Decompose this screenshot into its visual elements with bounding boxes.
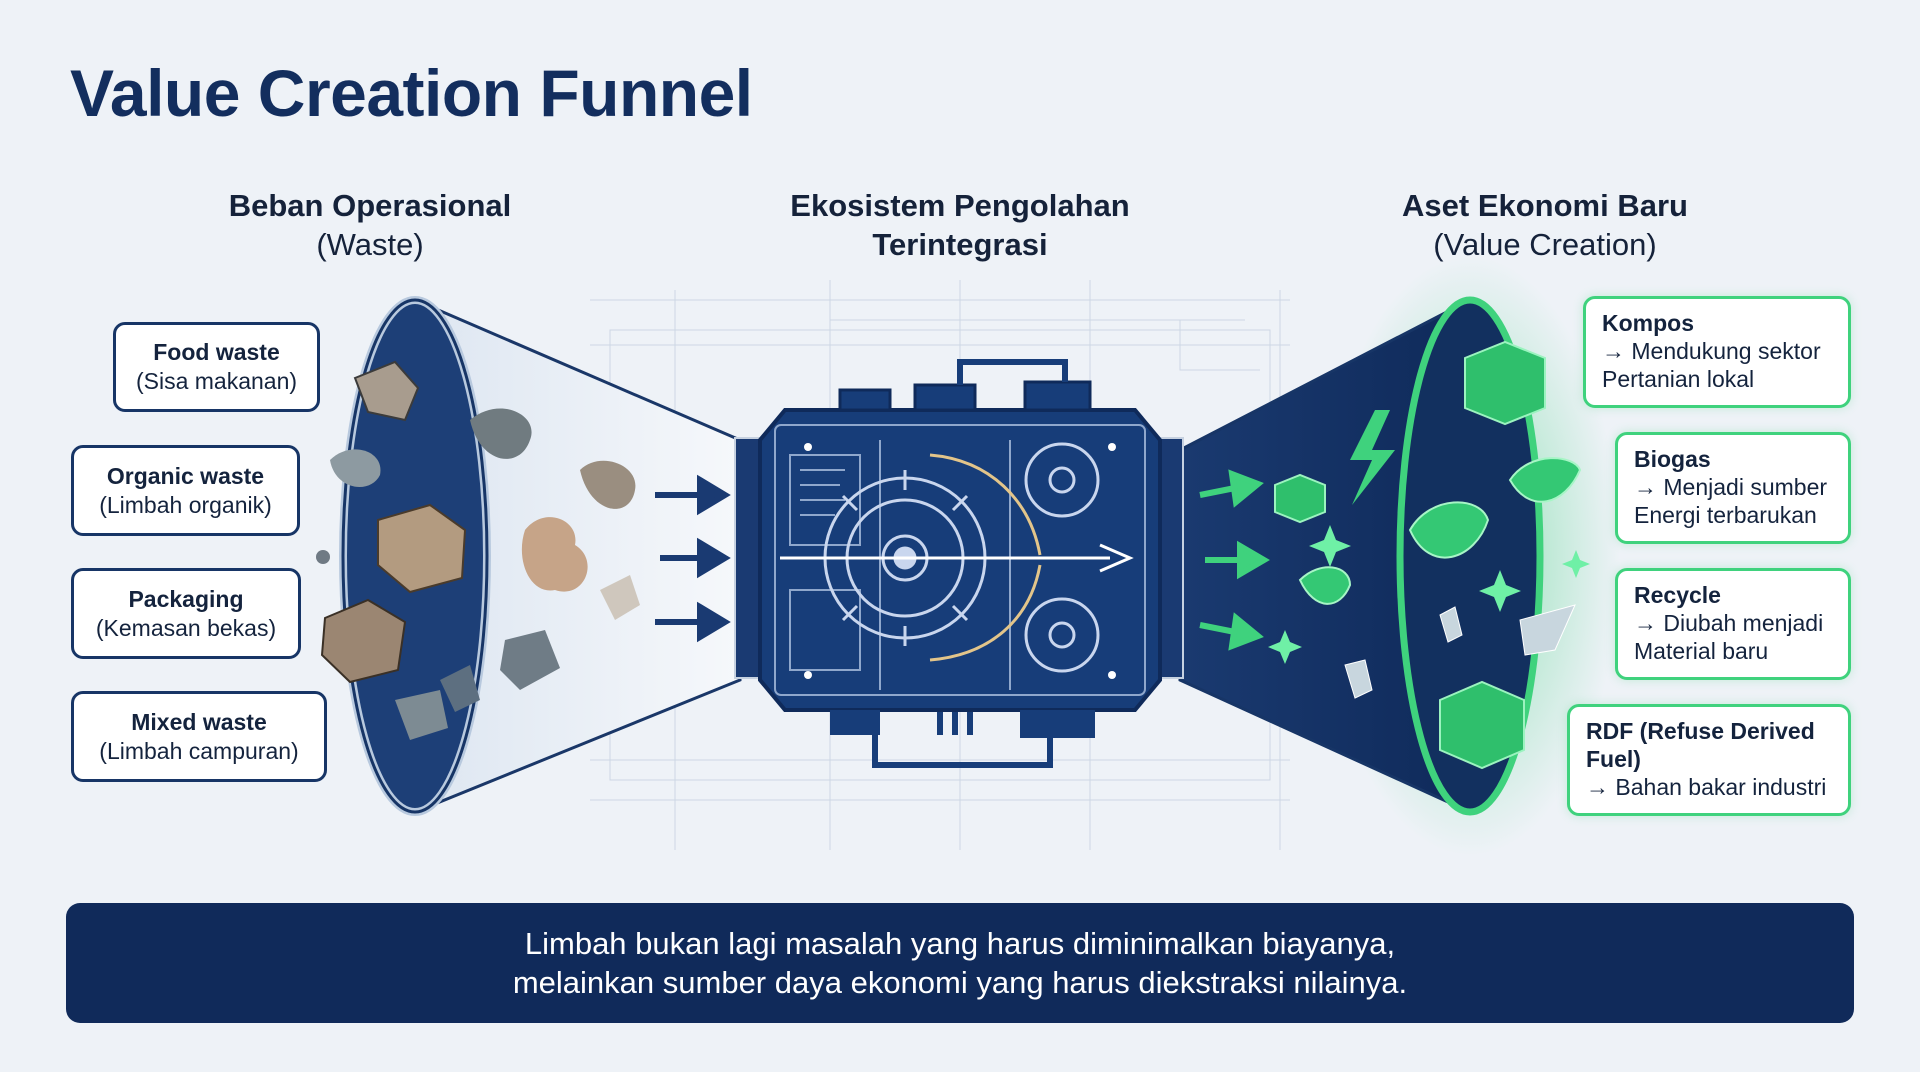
page-title: Value Creation Funnel <box>70 56 753 130</box>
right-column-title: Aset Ekonomi Baru <box>1402 188 1688 223</box>
output-biogas-line2: Energi terbarukan <box>1634 502 1817 528</box>
left-column-subtitle: (Waste) <box>316 227 424 262</box>
output-kompos: Kompos → Mendukung sektor Pertanian loka… <box>1583 296 1851 408</box>
input-organic-waste-sub: (Limbah organik) <box>99 491 272 518</box>
output-biogas-line1: → Menjadi sumber <box>1634 474 1828 500</box>
input-mixed-waste: Mixed waste (Limbah campuran) <box>71 691 327 782</box>
output-recycle-line1: → Diubah menjadi <box>1634 610 1824 636</box>
output-rdf-line1: Fuel) <box>1586 746 1641 772</box>
left-column-title: Beban Operasional <box>228 188 512 223</box>
input-mixed-waste-label: Mixed waste <box>131 708 267 735</box>
input-organic-waste: Organic waste (Limbah organik) <box>71 445 300 536</box>
output-biogas: Biogas → Menjadi sumber Energi terbaruka… <box>1615 432 1851 544</box>
input-food-waste: Food waste (Sisa makanan) <box>113 322 320 412</box>
input-organic-waste-label: Organic waste <box>106 462 265 489</box>
summary-banner-line2: melainkan sumber daya ekonomi yang harus… <box>512 965 1408 1000</box>
output-kompos-line2: Pertanian lokal <box>1602 366 1755 392</box>
center-column-title-line2: Terintegrasi <box>872 227 1048 262</box>
summary-banner-line1: Limbah bukan lagi masalah yang harus dim… <box>524 926 1396 961</box>
output-recycle-line2: Material baru <box>1634 638 1769 664</box>
left-column-header: Beban Operasional (Waste) <box>140 186 600 264</box>
center-column-header: Ekosistem Pengolahan Terintegrasi <box>730 186 1190 264</box>
value-funnel-icon <box>1178 256 1620 856</box>
output-kompos-line1: → Mendukung sektor <box>1602 338 1821 364</box>
output-rdf-label: RDF (Refuse Derived <box>1586 718 1815 744</box>
processing-machine-icon <box>734 359 1184 768</box>
output-rdf: RDF (Refuse Derived Fuel) → Bahan bakar … <box>1567 704 1851 816</box>
center-column-title-line1: Ekosistem Pengolahan <box>790 188 1130 223</box>
summary-banner: Limbah bukan lagi masalah yang harus dim… <box>66 903 1854 1023</box>
output-biogas-label: Biogas <box>1634 446 1711 472</box>
output-recycle: Recycle → Diubah menjadi Material baru <box>1615 568 1851 680</box>
output-kompos-label: Kompos <box>1602 310 1694 336</box>
output-rdf-line2: → Bahan bakar industri <box>1586 774 1827 800</box>
input-packaging: Packaging (Kemasan bekas) <box>71 568 301 659</box>
input-mixed-waste-sub: (Limbah campuran) <box>99 737 299 764</box>
output-recycle-label: Recycle <box>1634 582 1721 608</box>
input-packaging-sub: (Kemasan bekas) <box>95 614 277 641</box>
input-food-waste-label: Food waste <box>153 339 280 365</box>
input-food-waste-sub: (Sisa makanan) <box>135 368 298 394</box>
input-packaging-label: Packaging <box>128 585 244 612</box>
waste-funnel-icon <box>316 296 742 816</box>
